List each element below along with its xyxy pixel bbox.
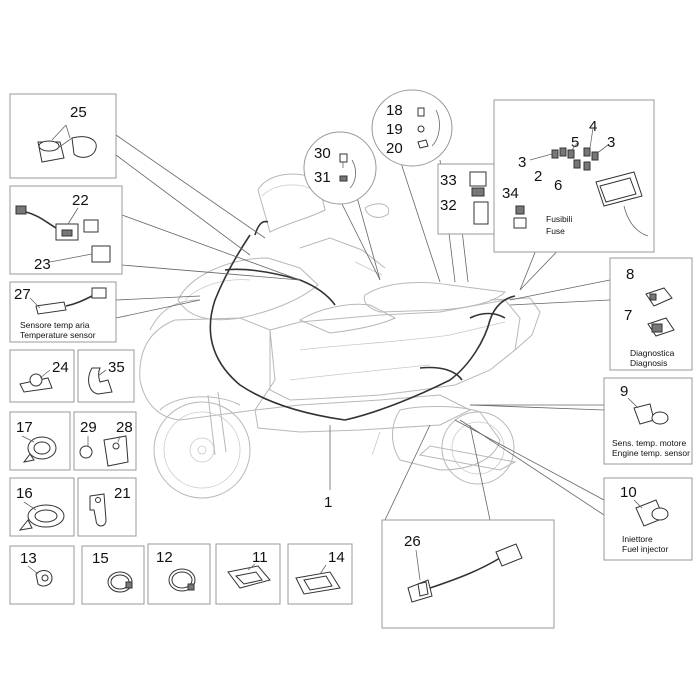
cable-tie-large-icon	[168, 568, 196, 592]
callout-18: 18	[386, 102, 403, 119]
callout-30: 30	[314, 145, 331, 162]
caption-engine-temp-it: Sens. temp. motore	[612, 438, 686, 448]
part-box-10: 10 Iniettore Fuel injector	[603, 477, 693, 561]
part-box-14: 14	[287, 543, 353, 605]
engine-temp-sensor-icon	[627, 397, 669, 425]
callout-5: 5	[571, 134, 579, 151]
cable-clip-icon	[27, 565, 53, 587]
clip-icon	[19, 369, 53, 393]
part-box-25: 25	[9, 93, 117, 179]
part-box-33-32: 33 32	[437, 163, 495, 235]
fuel-injector-connector-icon	[633, 499, 669, 527]
callout-34: 34	[502, 185, 519, 202]
callout-8: 8	[626, 266, 634, 283]
callout-35: 35	[108, 359, 125, 376]
callout-13: 13	[20, 550, 37, 567]
air-temp-sensor-icon	[29, 287, 107, 315]
caption-injector-en: Fuel injector	[622, 544, 668, 554]
harness-clip-2-icon	[295, 564, 341, 595]
callout-4: 4	[589, 118, 597, 135]
callout-16: 16	[16, 485, 33, 502]
caption-fuse-it: Fusibili	[546, 214, 573, 224]
callout-33: 33	[440, 172, 457, 189]
callout-1: 1	[324, 494, 332, 511]
caption-air-temp-en: Temperature sensor	[20, 330, 96, 340]
callout-27: 27	[14, 286, 31, 303]
callout-14: 14	[328, 549, 345, 566]
main-wiring-harness	[209, 220, 516, 421]
bracket-clip-icon	[88, 367, 113, 395]
harness-clip-icon	[227, 563, 271, 589]
fuse-holder-icon	[513, 205, 527, 229]
cable-bracket-icon	[89, 493, 107, 527]
callout-6: 6	[554, 177, 562, 194]
part-box-35: 35	[77, 349, 135, 403]
part-circle-18-19-20: 18 19 20	[371, 89, 453, 167]
caption-injector-it: Iniettore	[622, 534, 653, 544]
callout-2: 2	[534, 168, 542, 185]
caption-diag-en: Diagnosis	[630, 358, 667, 368]
callout-3a: 3	[607, 134, 615, 151]
fuse-box-icon	[595, 171, 649, 237]
part-box-17: 17	[9, 411, 71, 471]
callout-20: 20	[386, 140, 403, 157]
bolt-washer-nut-icon	[417, 107, 440, 149]
callout-9: 9	[620, 383, 628, 400]
callout-22: 22	[72, 192, 89, 209]
callout-24: 24	[52, 359, 69, 376]
part-box-16: 16	[9, 477, 75, 537]
callout-21: 21	[114, 485, 131, 502]
part-box-9: 9 Sens. temp. motore Engine temp. sensor	[603, 377, 693, 465]
scooter-outline	[139, 173, 541, 499]
part-box-29-28: 29 28	[73, 411, 137, 471]
caption-air-temp-it: Sensore temp aria	[20, 320, 90, 330]
caption-engine-temp-en: Engine temp. sensor	[612, 448, 690, 458]
part-box-15: 15	[81, 545, 145, 605]
callout-10: 10	[620, 484, 637, 501]
callout-7: 7	[624, 307, 632, 324]
part-circle-30-31: 30 31	[303, 131, 377, 205]
callout-28: 28	[116, 419, 133, 436]
fuse-icon	[529, 127, 609, 171]
callout-15: 15	[92, 550, 109, 567]
callout-11: 11	[252, 549, 268, 566]
cable-tie-icon	[107, 571, 133, 593]
callout-32: 32	[440, 197, 457, 214]
callout-29: 29	[80, 419, 97, 436]
part-box-24: 24	[9, 349, 75, 403]
strap-clamp-icon	[18, 501, 65, 531]
part-box-13: 13	[9, 545, 75, 605]
part-box-fuses: 5 4 3 3 2 6 34 Fusibili Fu	[493, 99, 655, 253]
relay-block-icon	[469, 171, 489, 225]
hose-clamp-icon	[21, 435, 57, 463]
caption-diag-it: Diagnostica	[630, 348, 675, 358]
part-box-27: 27 Sensore temp aria Temperature sensor	[9, 281, 117, 343]
callout-12: 12	[156, 549, 173, 566]
injector-harness-icon	[407, 543, 523, 603]
socket-plug-icon	[37, 124, 97, 163]
callout-31: 31	[314, 169, 331, 186]
callout-25: 25	[70, 104, 87, 121]
bracket-bolt-icon	[79, 435, 129, 467]
part-box-26: 26	[381, 519, 555, 629]
caption-fuse-en: Fuse	[546, 226, 565, 236]
relay-harness-icon	[15, 205, 111, 263]
diagnosis-connector-icon	[645, 287, 675, 337]
callout-3b: 3	[518, 154, 526, 171]
part-box-12: 12	[147, 543, 211, 605]
callout-26: 26	[404, 533, 421, 550]
callout-23: 23	[34, 256, 51, 273]
screw-icon	[339, 153, 356, 189]
leader-lines	[115, 134, 611, 521]
callout-17: 17	[16, 419, 33, 436]
part-box-22-23: 22 23	[9, 185, 123, 275]
part-box-11: 11	[215, 543, 281, 605]
part-box-8-7: 8 7 Diagnostica Diagnosis	[609, 257, 693, 371]
callout-19: 19	[386, 121, 403, 138]
part-box-21: 21	[77, 477, 137, 537]
